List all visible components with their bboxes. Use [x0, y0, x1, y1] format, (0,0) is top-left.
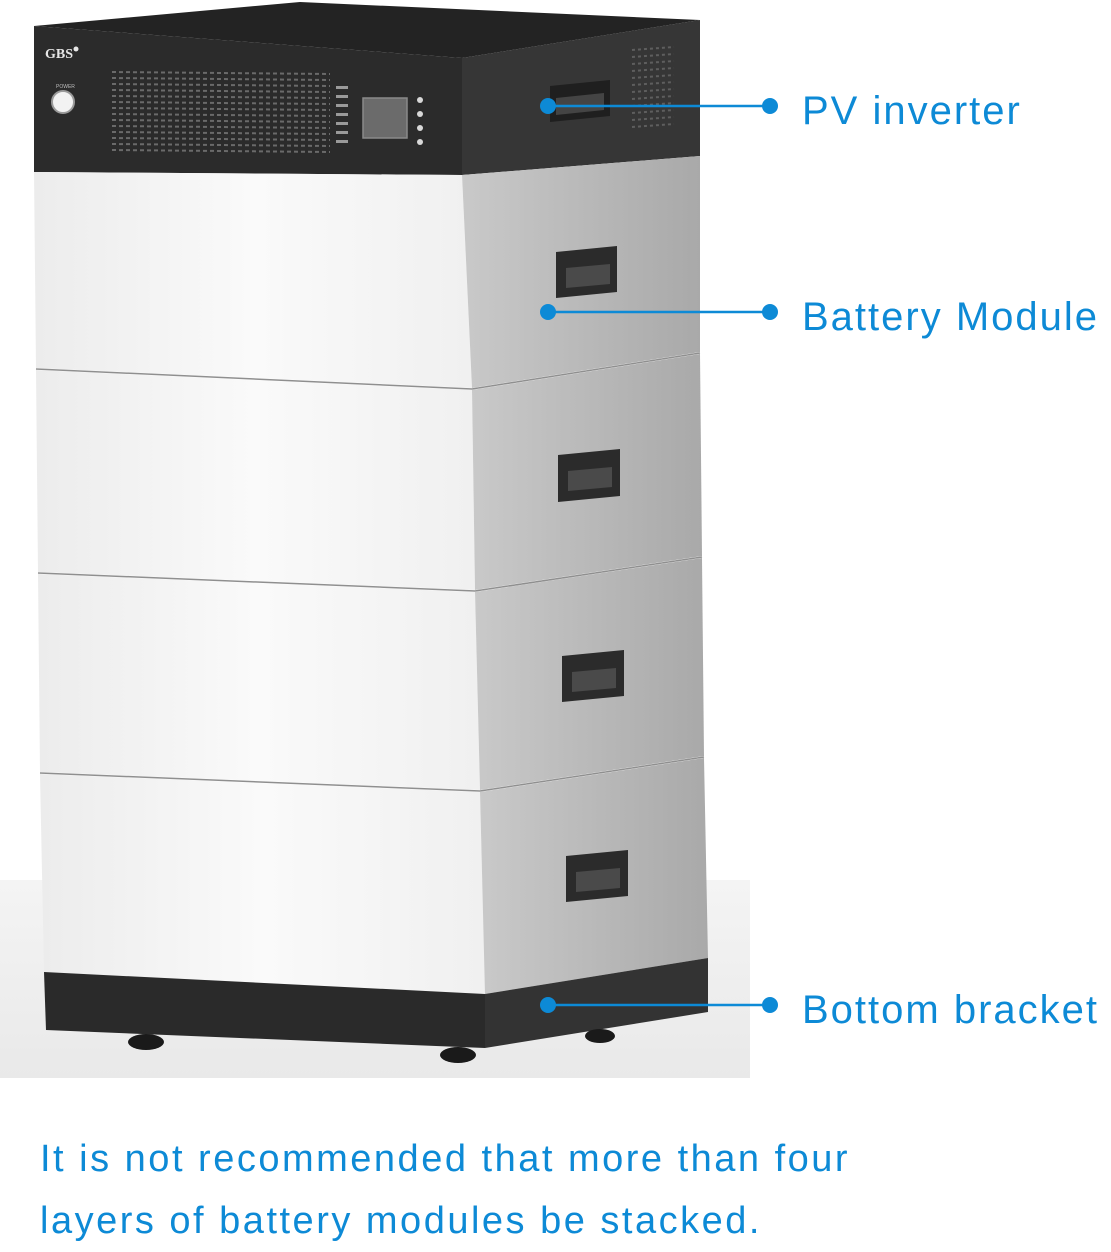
power-label: POWER [56, 84, 75, 90]
stacking-note-line-1: It is not recommended that more than fou… [40, 1138, 851, 1180]
led-indicators [336, 86, 348, 143]
callout-dot [762, 98, 778, 114]
brand-logo: GBS [45, 47, 73, 62]
callout-label-bottom-bracket: Bottom bracket [802, 988, 1099, 1032]
module-handle[interactable] [562, 650, 624, 702]
callout-dot [540, 997, 556, 1013]
power-button[interactable] [51, 90, 75, 114]
inverter-handle-recess [556, 93, 604, 115]
module-front [38, 574, 480, 790]
bracket-side [485, 958, 708, 1048]
module-handle[interactable] [558, 449, 620, 502]
module-handle[interactable] [566, 850, 628, 902]
callout-dot [762, 304, 778, 320]
pv-inverter-unit: GBS POWER [34, 2, 700, 175]
stacking-note: It is not recommended that more than fou… [40, 1128, 1040, 1252]
module-front [36, 370, 475, 590]
wheel [440, 1047, 476, 1063]
logo-mark [73, 46, 79, 52]
callout-pv-inverter: PV inverter [540, 89, 1022, 133]
display-buttons [417, 97, 423, 145]
lcd-display [362, 97, 408, 139]
callout-dot [762, 997, 778, 1013]
callout-label-pv-inverter: PV inverter [802, 89, 1022, 133]
callout-dot [540, 304, 556, 320]
inverter-top [34, 2, 700, 58]
front-vent-grille [111, 71, 331, 153]
battery-module-stack [34, 156, 708, 994]
bracket-front [44, 972, 485, 1048]
callout-label-battery-module: Battery Module [802, 295, 1099, 339]
callout-bottom-bracket: Bottom bracket [540, 988, 1099, 1032]
module-handle[interactable] [556, 246, 617, 298]
stacking-note-line-2: layers of battery modules be stacked. [40, 1200, 762, 1242]
wheel [585, 1029, 615, 1043]
module-front [40, 774, 485, 994]
module-front [34, 172, 472, 388]
module-seam [39, 756, 705, 792]
wheel [128, 1034, 164, 1050]
callout-battery-module: Battery Module [540, 295, 1099, 339]
module-seam [35, 352, 701, 390]
callout-dot [540, 98, 556, 114]
bottom-bracket-unit [44, 958, 708, 1063]
module-seam [37, 556, 703, 592]
